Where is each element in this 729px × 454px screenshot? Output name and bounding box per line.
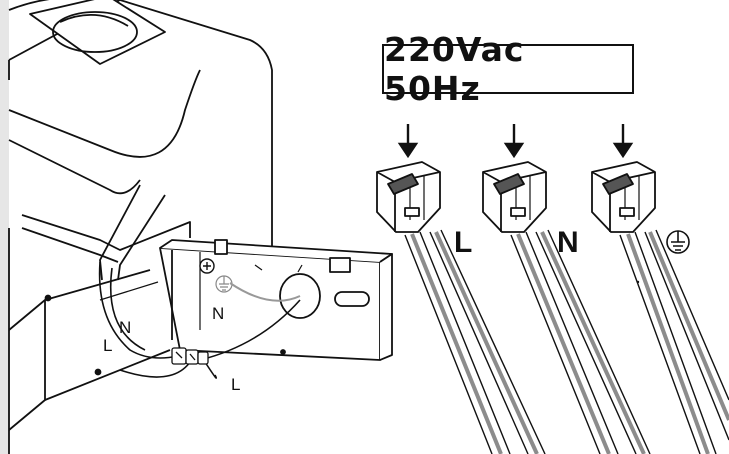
terminal-assembly bbox=[376, 124, 729, 454]
voltage-label: 220Vac 50Hz bbox=[382, 30, 634, 108]
mini-connector-block bbox=[171, 347, 209, 365]
earth-ground-icon bbox=[666, 230, 690, 254]
left-edge-strip bbox=[0, 0, 9, 454]
device-housing bbox=[8, 0, 273, 454]
ground-screw-icon bbox=[199, 258, 215, 274]
device-live-label-a: L bbox=[103, 336, 113, 355]
device-neutral-label-b: N bbox=[212, 304, 225, 323]
wago-connector-live bbox=[376, 161, 441, 233]
device-live-label-b: L bbox=[231, 375, 241, 394]
connector-wire-cores bbox=[410, 231, 729, 454]
dot-mark bbox=[636, 280, 640, 284]
down-arrow-icon bbox=[397, 124, 634, 159]
wago-connector-earth bbox=[591, 161, 656, 233]
live-terminal-label: L bbox=[454, 226, 473, 259]
wago-connector-neutral bbox=[482, 161, 547, 233]
device-neutral-label-a: N bbox=[119, 318, 132, 337]
neutral-terminal-label: N bbox=[557, 226, 579, 259]
connector-wires bbox=[404, 229, 729, 454]
device-wires bbox=[98, 261, 301, 379]
junction-plate bbox=[159, 239, 393, 361]
